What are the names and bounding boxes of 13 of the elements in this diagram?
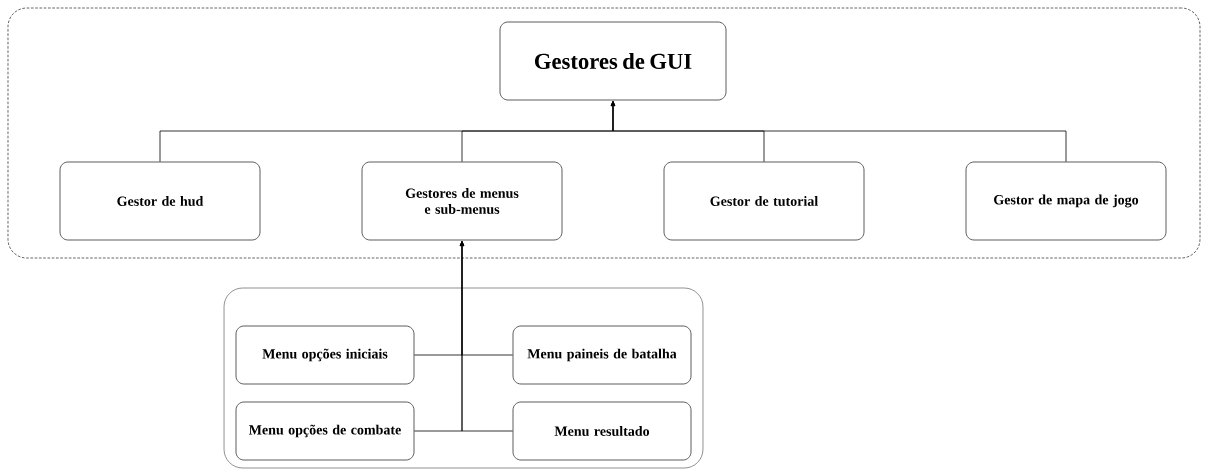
group-container [7, 7, 1201, 259]
group-container [223, 287, 704, 469]
process-box: Gestor de mapa de jogo [965, 161, 1167, 241]
arrow [459, 241, 513, 432]
process-box: Menu opções de combate [235, 401, 415, 461]
process-box: Gestor de hud [59, 161, 261, 241]
process-box: Gestores de GUI [499, 21, 727, 101]
process-box: Gestor de tutorial [663, 161, 865, 241]
process-box: Menu resultado [512, 401, 692, 461]
process-box: Menu paineis de batalha [512, 325, 692, 385]
arrow [610, 101, 1067, 162]
process-box: Menu opções iniciais [235, 325, 415, 385]
process-box: Gestores de menus e sub-menus [361, 161, 563, 241]
